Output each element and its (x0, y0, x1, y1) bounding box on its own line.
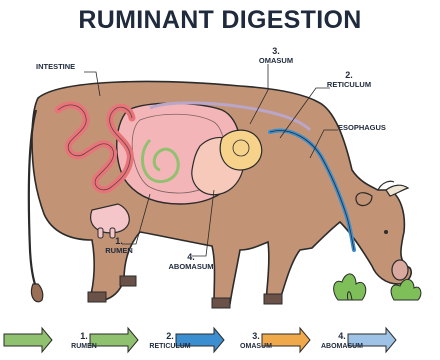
legend-item: 4.ABOMASUM (312, 331, 372, 351)
legend-item-label: RUMEN (71, 343, 97, 350)
legend-item-number: 3. (226, 331, 286, 342)
legend-item-number: 1. (54, 331, 114, 342)
legend-item: 3.OMASUM (226, 331, 286, 351)
legend-item-label: ABOMASUM (321, 343, 363, 350)
legend-arrow (4, 328, 52, 352)
legend-item-label: OMASUM (240, 343, 272, 350)
legend-item-number: 4. (312, 331, 372, 342)
legend-item: 2.RETICULUM (140, 331, 200, 351)
legend-item-label: RETICULUM (149, 343, 190, 350)
legend-item-number: 2. (140, 331, 200, 342)
legend-item: 1.RUMEN (54, 331, 114, 351)
